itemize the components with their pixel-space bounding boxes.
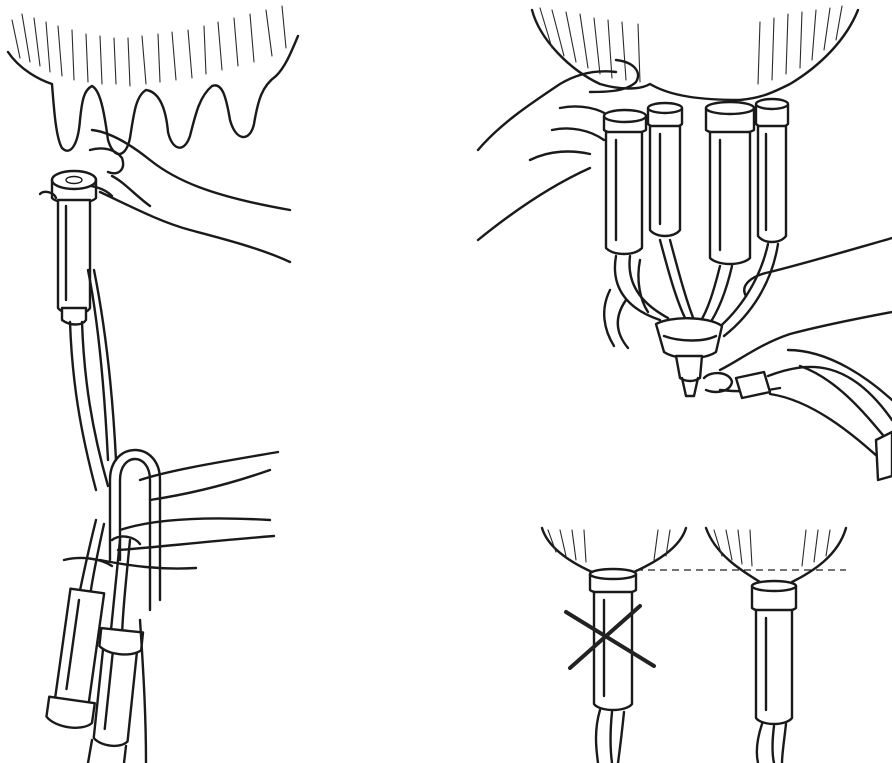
- hand-top-left: [78, 130, 290, 262]
- bottom-right-wrong-panel: [542, 528, 686, 763]
- top-right-panel: [478, 6, 892, 480]
- teat-correct: [706, 528, 846, 582]
- bottom-right-correct-panel: [706, 528, 846, 763]
- milk-hose-right: [736, 350, 892, 480]
- hanging-cups-left: [45, 589, 146, 763]
- left-panel: [8, 6, 298, 763]
- udder-left: [8, 6, 298, 154]
- udder-top-right: [532, 6, 858, 100]
- teat-wrong: [542, 528, 686, 572]
- teat-cup-wrong: [590, 569, 636, 763]
- hand-lower-left: [64, 452, 278, 569]
- teat-cup-left: [40, 171, 96, 325]
- milk-claw: [656, 318, 722, 396]
- teat-cup-correct: [752, 581, 796, 763]
- teat-cups-cluster: [604, 99, 788, 264]
